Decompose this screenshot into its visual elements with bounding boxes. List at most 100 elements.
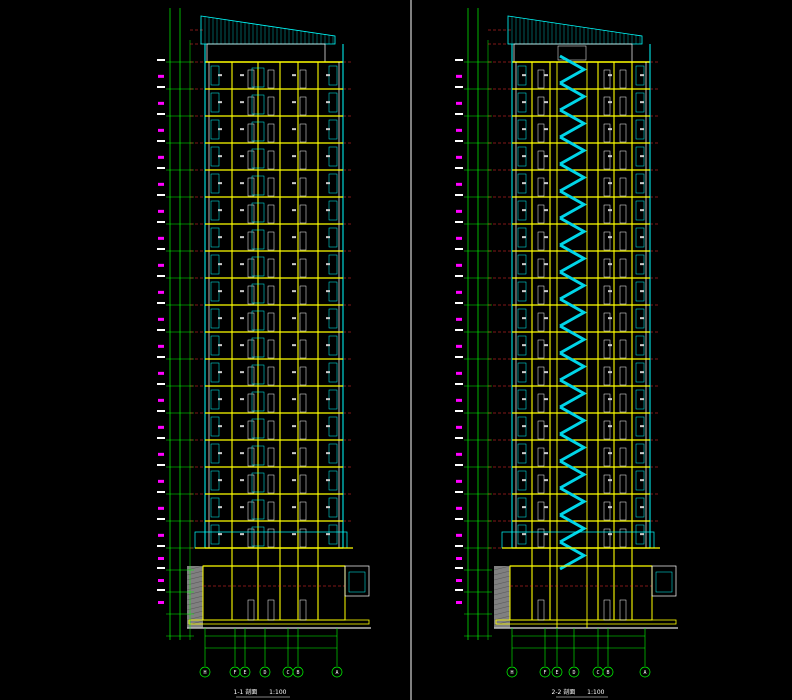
door-opening bbox=[299, 123, 307, 143]
room-label-mark bbox=[608, 425, 612, 428]
floor-tag-mark bbox=[456, 601, 462, 604]
door-opening bbox=[537, 231, 545, 251]
stair-flight bbox=[559, 405, 588, 436]
door-opening bbox=[267, 393, 275, 413]
room-label-mark bbox=[326, 101, 330, 104]
door-opening bbox=[603, 366, 611, 386]
room-label-mark bbox=[326, 479, 330, 482]
room-label-mark bbox=[292, 317, 296, 320]
room-label-mark bbox=[218, 533, 222, 536]
room-label-mark bbox=[640, 236, 644, 239]
room-label-mark bbox=[240, 101, 244, 104]
door-opening bbox=[619, 447, 627, 467]
room-label-mark bbox=[326, 398, 330, 401]
stair-flight bbox=[559, 513, 588, 544]
room-label-mark bbox=[608, 128, 612, 131]
door-opening bbox=[603, 123, 611, 143]
door-opening bbox=[299, 69, 307, 89]
level-value-mark bbox=[157, 275, 165, 277]
stair-flight bbox=[559, 432, 588, 463]
room-label-mark bbox=[292, 101, 296, 104]
door-opening bbox=[603, 96, 611, 116]
floor-tag-mark bbox=[456, 452, 462, 456]
floor-tag-mark bbox=[456, 398, 462, 402]
room-label-mark bbox=[544, 506, 548, 509]
room-label-mark bbox=[292, 371, 296, 374]
room-label-mark bbox=[326, 344, 330, 347]
floor-tag-mark bbox=[158, 371, 164, 375]
floor-tag-mark bbox=[456, 155, 462, 159]
door-opening bbox=[267, 528, 275, 548]
basement-door bbox=[299, 599, 307, 621]
room-label-mark bbox=[522, 398, 526, 401]
room-label-mark bbox=[544, 209, 548, 212]
room-label-mark bbox=[522, 290, 526, 293]
floor-tag-mark bbox=[158, 317, 164, 321]
door-opening bbox=[299, 393, 307, 413]
door-opening bbox=[267, 285, 275, 305]
door-opening bbox=[247, 69, 255, 89]
floor-tag-mark bbox=[158, 533, 164, 537]
door-opening bbox=[299, 285, 307, 305]
level-value-mark bbox=[455, 221, 463, 223]
level-value-mark bbox=[157, 518, 165, 520]
level-value-mark bbox=[157, 491, 165, 493]
roof-screen-outline bbox=[200, 15, 336, 45]
room-label-mark bbox=[544, 290, 548, 293]
room-label-mark bbox=[608, 344, 612, 347]
door-opening bbox=[299, 339, 307, 359]
level-value-mark bbox=[455, 248, 463, 250]
shaft-opening bbox=[251, 148, 265, 169]
floor-tag-mark bbox=[456, 533, 462, 537]
level-value-mark bbox=[157, 86, 165, 88]
door-opening bbox=[603, 501, 611, 521]
room-label-mark bbox=[544, 155, 548, 158]
shaft-opening bbox=[251, 67, 265, 88]
door-opening bbox=[247, 339, 255, 359]
door-opening bbox=[619, 96, 627, 116]
side-annex bbox=[651, 565, 677, 597]
door-opening bbox=[247, 420, 255, 440]
door-opening bbox=[603, 474, 611, 494]
floor-tag-mark bbox=[158, 452, 164, 456]
door-opening bbox=[267, 312, 275, 332]
door-opening bbox=[299, 528, 307, 548]
shaft-opening bbox=[251, 445, 265, 466]
room-label-mark bbox=[608, 236, 612, 239]
door-opening bbox=[619, 366, 627, 386]
room-label-mark bbox=[608, 533, 612, 536]
door-opening bbox=[267, 366, 275, 386]
room-label-mark bbox=[522, 182, 526, 185]
door-opening bbox=[537, 393, 545, 413]
room-label-mark bbox=[608, 209, 612, 212]
room-label-mark bbox=[240, 128, 244, 131]
door-opening bbox=[537, 501, 545, 521]
level-value-mark bbox=[157, 167, 165, 169]
door-opening bbox=[537, 366, 545, 386]
room-label-mark bbox=[640, 101, 644, 104]
hatch-stroke bbox=[493, 585, 511, 591]
hatch-stroke bbox=[493, 570, 511, 576]
room-label-mark bbox=[640, 371, 644, 374]
room-label-mark bbox=[240, 452, 244, 455]
door-opening bbox=[247, 393, 255, 413]
room-label-mark bbox=[544, 533, 548, 536]
caption-right-scale: 1:100 bbox=[587, 689, 604, 696]
room-label-mark bbox=[608, 101, 612, 104]
door-opening bbox=[267, 339, 275, 359]
room-label-mark bbox=[640, 533, 644, 536]
stair-flight bbox=[559, 81, 588, 112]
room-label-mark bbox=[240, 182, 244, 185]
floor-tag-mark bbox=[456, 290, 462, 294]
floor-tag-mark bbox=[158, 425, 164, 429]
floor-tag-mark bbox=[158, 557, 164, 560]
room-label-mark bbox=[292, 236, 296, 239]
stair-flight bbox=[559, 459, 588, 490]
room-label-mark bbox=[218, 290, 222, 293]
stair-flight bbox=[559, 243, 588, 274]
axis-bubble-label: A bbox=[643, 670, 646, 676]
room-label-mark bbox=[240, 74, 244, 77]
door-opening bbox=[267, 123, 275, 143]
floor-tag-mark bbox=[456, 74, 462, 78]
